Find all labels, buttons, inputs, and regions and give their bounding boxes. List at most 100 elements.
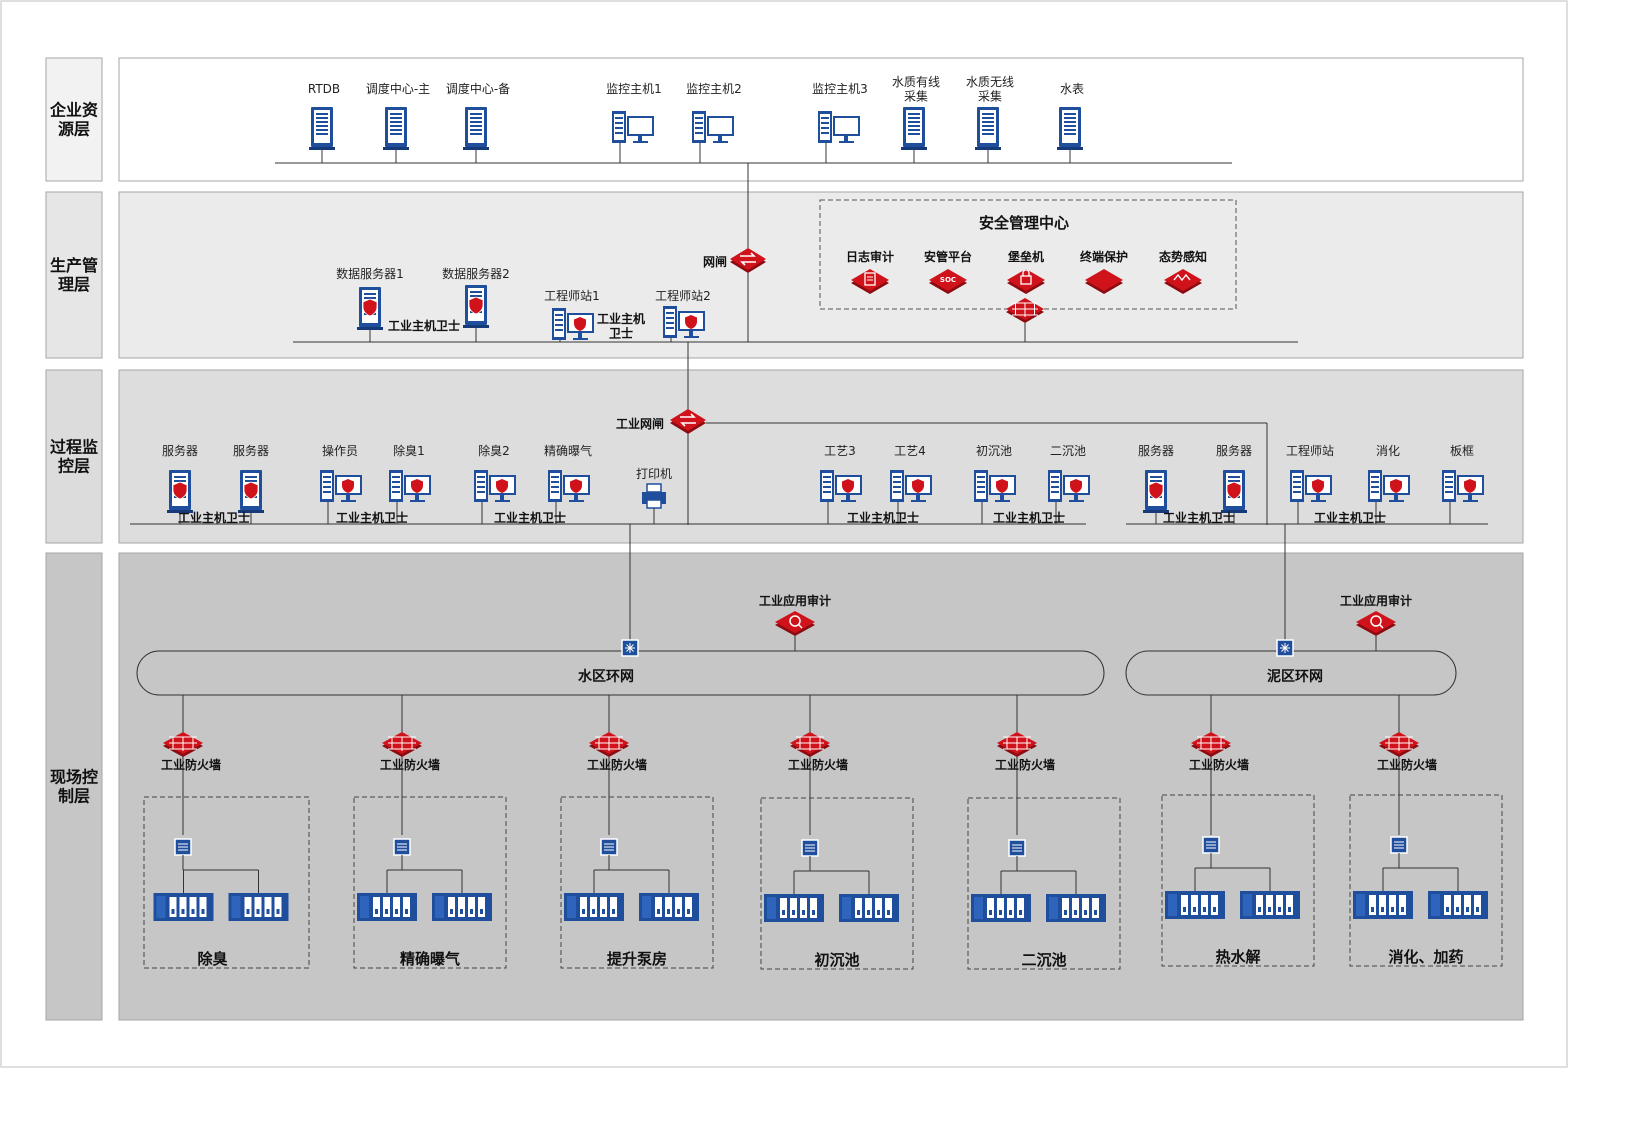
security-center: 安全管理中心日志审计安管平台SOC堡垒机终端保护态势感知: [819, 199, 1237, 342]
process-node-label: 服务器: [162, 443, 198, 458]
protected-server-icon: [463, 285, 489, 328]
industrial-firewall-icon: [382, 732, 422, 757]
industrial-firewall-icon: [163, 732, 203, 757]
enterprise-node-label: 调度中心-主: [366, 81, 430, 96]
server-icon: [309, 107, 335, 150]
protected-workstation-icon: [1442, 470, 1484, 502]
process-node-label: 工程师站: [1286, 443, 1334, 458]
enterprise-node-label: 监控主机2: [686, 82, 742, 96]
switch-icon: [1390, 836, 1408, 854]
enterprise-node-label: 水质无线采集: [966, 75, 1014, 103]
protected-workstation-icon: [474, 470, 516, 502]
security-item-label: 态势感知: [1159, 249, 1207, 264]
plc-controller-icon: [228, 893, 289, 921]
printer-icon: [642, 483, 666, 509]
layer-production: 生产管理层: [45, 191, 1524, 359]
plc-controller-icon: [564, 893, 624, 921]
plc-controller-icon: [639, 893, 699, 921]
firewall-label: 工业防火墙: [995, 757, 1055, 772]
zone-label: 除臭: [197, 950, 227, 968]
host-guard-label: 工业主机卫士: [336, 510, 408, 525]
engineer-station-label: 工程师站2: [655, 288, 711, 303]
app-audit-icon: [775, 611, 815, 636]
firewall-icon: [1006, 298, 1044, 323]
plc-controller-icon: [1353, 891, 1413, 919]
plc-controller-icon: [432, 893, 492, 921]
host-guard-label: 工业主机卫士: [597, 311, 645, 340]
plc-controller-icon: [1240, 891, 1300, 919]
protected-server-icon: [357, 287, 383, 330]
layer-field: 现场控制层: [45, 552, 1524, 1021]
firewall-label: 工业防火墙: [1377, 757, 1437, 772]
switch-icon: [801, 839, 819, 857]
host-guard-label: 工业主机卫士: [993, 510, 1065, 525]
process-node-label: 除臭2: [478, 443, 510, 458]
process-node-label: 服务器: [1138, 443, 1174, 458]
ring-switch-icon: [1276, 639, 1294, 657]
plc-controller-icon: [1428, 891, 1488, 919]
data-server-label: 数据服务器2: [442, 266, 510, 281]
enterprise-node-label: 水表: [1060, 82, 1084, 96]
protected-workstation-icon: [890, 470, 932, 502]
security-item-label: 堡垒机: [1008, 249, 1044, 264]
soc-label: SOC: [940, 276, 956, 284]
industrial-firewall-icon: [997, 732, 1037, 757]
protected-workstation-icon: [820, 470, 862, 502]
process-node-label: 工艺4: [894, 444, 926, 458]
water-ring-label: 水区环网: [578, 668, 634, 685]
workstation-icon: [818, 111, 860, 143]
protected-workstation-icon: [663, 306, 705, 338]
process-node-label: 二沉池: [1050, 444, 1086, 458]
process-node-label: 初沉池: [976, 444, 1012, 458]
process-node-label: 服务器: [1216, 443, 1252, 458]
layer-title: 生产管理层: [50, 256, 98, 294]
gateway-label: 网闸: [703, 254, 727, 269]
security-platform-icon: SOC: [929, 269, 967, 294]
endpoint-protection-icon: [1085, 269, 1123, 294]
data-server-label: 数据服务器1: [336, 266, 404, 281]
zone-label: 初沉池: [814, 951, 859, 969]
process-node-label: 板框: [1450, 444, 1474, 458]
plc-controller-icon: [153, 893, 214, 921]
protected-workstation-icon: [389, 470, 431, 502]
log-audit-icon: [851, 269, 889, 294]
firewall-label: 工业防火墙: [161, 757, 221, 772]
server-icon: [383, 107, 409, 150]
app-audit-label: 工业应用审计: [759, 593, 831, 608]
process-node-label: 精确曝气: [544, 443, 592, 458]
process-node-label: 服务器: [233, 443, 269, 458]
ring-switch-icon: [621, 639, 639, 657]
layer-title: 企业资源层: [49, 101, 98, 139]
host-guard-label: 工业主机卫士: [1163, 510, 1235, 525]
firewall-label: 工业防火墙: [788, 757, 848, 772]
protected-workstation-icon: [548, 470, 590, 502]
protected-workstation-icon: [974, 470, 1016, 502]
protected-workstation-icon: [1368, 470, 1410, 502]
bastion-host-icon: [1007, 269, 1045, 294]
process-node-label: 工艺3: [824, 444, 856, 458]
host-guard-label: 工业主机卫士: [1314, 510, 1386, 525]
water-ring: 水区环网: [136, 650, 1105, 696]
host-guard-label: 工业主机卫士: [847, 510, 919, 525]
switch-icon: [1008, 839, 1026, 857]
protected-workstation-icon: [1290, 470, 1332, 502]
workstation-icon: [692, 111, 734, 143]
layer-enterprise: 企业资源层: [45, 57, 1524, 182]
enterprise-node-label: 监控主机1: [606, 82, 662, 96]
server-icon: [463, 107, 489, 150]
enterprise-node-label: RTDB: [308, 82, 340, 96]
industrial-firewall-icon: [1379, 732, 1419, 757]
plc-controller-icon: [1165, 891, 1225, 919]
protected-server-icon: [167, 470, 193, 513]
field-layer: 水区环网泥区环网工业应用审计工业应用审计工业防火墙除臭工业防火墙精确曝气工业防火…: [136, 524, 1503, 970]
industrial-gateway-label: 工业网闸: [616, 416, 664, 431]
switch-icon: [1202, 836, 1220, 854]
switch-icon: [600, 838, 618, 856]
industrial-firewall-icon: [790, 732, 830, 757]
